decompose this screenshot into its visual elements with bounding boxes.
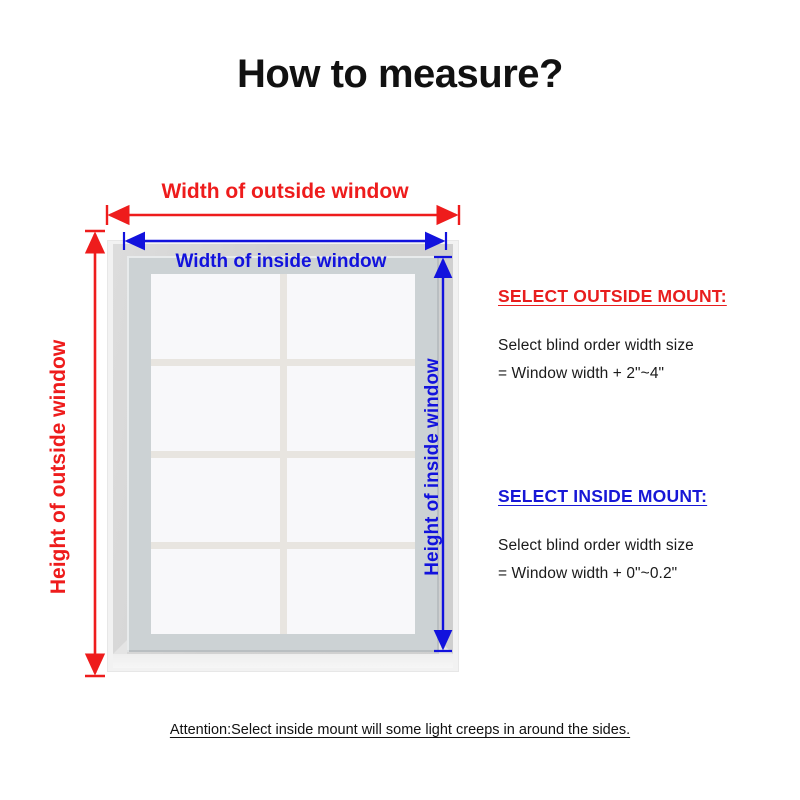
outside-mount-block: SELECT OUTSIDE MOUNT: Select blind order…	[498, 286, 788, 393]
label-width-of-outside-window: Width of outside window	[161, 180, 409, 203]
arrow-width-outside	[105, 204, 461, 226]
outside-mount-line-2: = Window width + 2"~4"	[498, 365, 665, 382]
label-height-of-inside-window: Height of inside window	[422, 358, 443, 576]
inside-mount-line-1: Select blind order width size	[498, 537, 694, 554]
window-sill	[113, 654, 453, 668]
frame-bevel-bottom-left	[113, 640, 127, 654]
outside-mount-line-1: Select blind order width size	[498, 337, 694, 354]
window-pane	[286, 365, 415, 451]
inside-mount-block: SELECT INSIDE MOUNT: Select blind order …	[498, 486, 788, 593]
window-pane	[151, 549, 280, 634]
window-sash	[151, 274, 415, 634]
arrow-height-inside	[433, 255, 453, 653]
outside-mount-heading: SELECT OUTSIDE MOUNT:	[498, 286, 727, 306]
label-width-of-inside-window: Width of inside window	[175, 251, 387, 272]
inside-mount-heading: SELECT INSIDE MOUNT:	[498, 486, 708, 506]
arrow-width-inside	[122, 231, 448, 251]
attention-note: Attention:Select inside mount will some …	[169, 722, 631, 738]
page-title: How to measure?	[237, 52, 563, 96]
window-pane	[151, 274, 280, 359]
arrow-height-outside	[84, 229, 106, 678]
window-pane	[151, 457, 280, 543]
window-pane	[286, 549, 415, 634]
window-pane	[286, 457, 415, 543]
label-height-of-outside-window: Height of outside window	[47, 339, 70, 595]
inside-mount-line-2: = Window width + 0"~0.2"	[498, 565, 678, 582]
window-pane	[286, 274, 415, 359]
window-pane	[151, 365, 280, 451]
window-illustration	[107, 240, 459, 672]
